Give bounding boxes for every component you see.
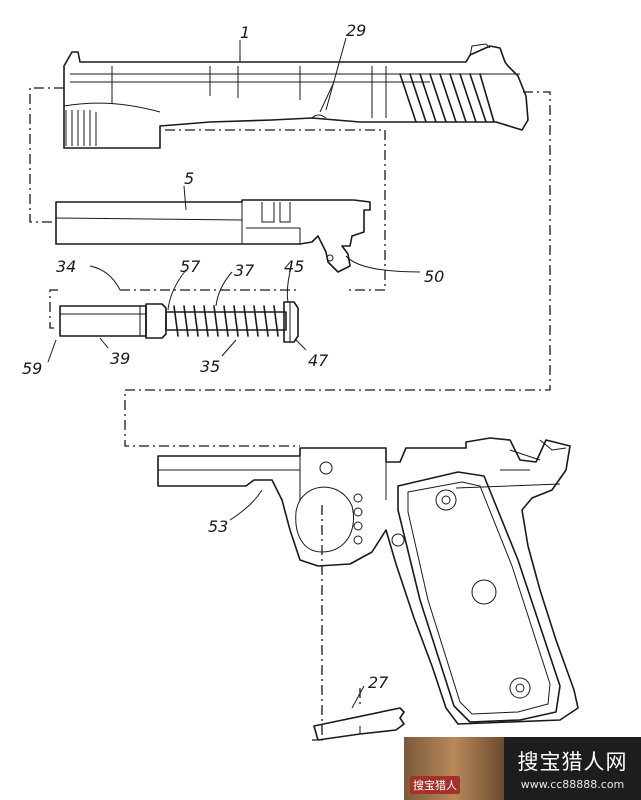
assembly-lines xyxy=(29,87,551,741)
frame xyxy=(157,437,579,725)
label-guide-rod: 39 xyxy=(110,349,130,368)
label-spring-washer: 45 xyxy=(284,257,304,276)
watermark-text-block: 搜宝猎人网 www.cc88888.com xyxy=(504,746,641,791)
label-frame: 53 xyxy=(208,517,228,536)
hunter-logo-image: 搜宝猎人 xyxy=(404,737,504,800)
label-spring-coils: 35 xyxy=(200,357,220,376)
label-recoil-spring: 37 xyxy=(234,261,255,280)
label-barrel-link: 50 xyxy=(424,267,444,286)
watermark-banner: 搜宝猎人 搜宝猎人网 www.cc88888.com xyxy=(404,737,641,800)
label-spring-guide-front: 57 xyxy=(180,257,201,276)
label-slide-stop-notch: 29 xyxy=(346,21,366,40)
watermark-logo-text: 搜宝猎人 xyxy=(410,776,460,794)
label-slide: 1 xyxy=(240,23,250,42)
leader-lines xyxy=(47,255,421,709)
recoil-assembly xyxy=(59,301,299,343)
slide xyxy=(63,43,529,149)
label-plug: 59 xyxy=(22,359,42,378)
label-barrel: 5 xyxy=(184,169,194,188)
label-recoil-assembly: 34 xyxy=(56,257,76,276)
label-slide-stop: 27 xyxy=(368,673,389,692)
barrel xyxy=(55,199,371,273)
watermark-url: www.cc88888.com xyxy=(520,778,625,791)
watermark-title: 搜宝猎人网 xyxy=(517,750,628,774)
label-guide-head: 47 xyxy=(308,351,329,370)
slide-stop xyxy=(313,707,405,741)
